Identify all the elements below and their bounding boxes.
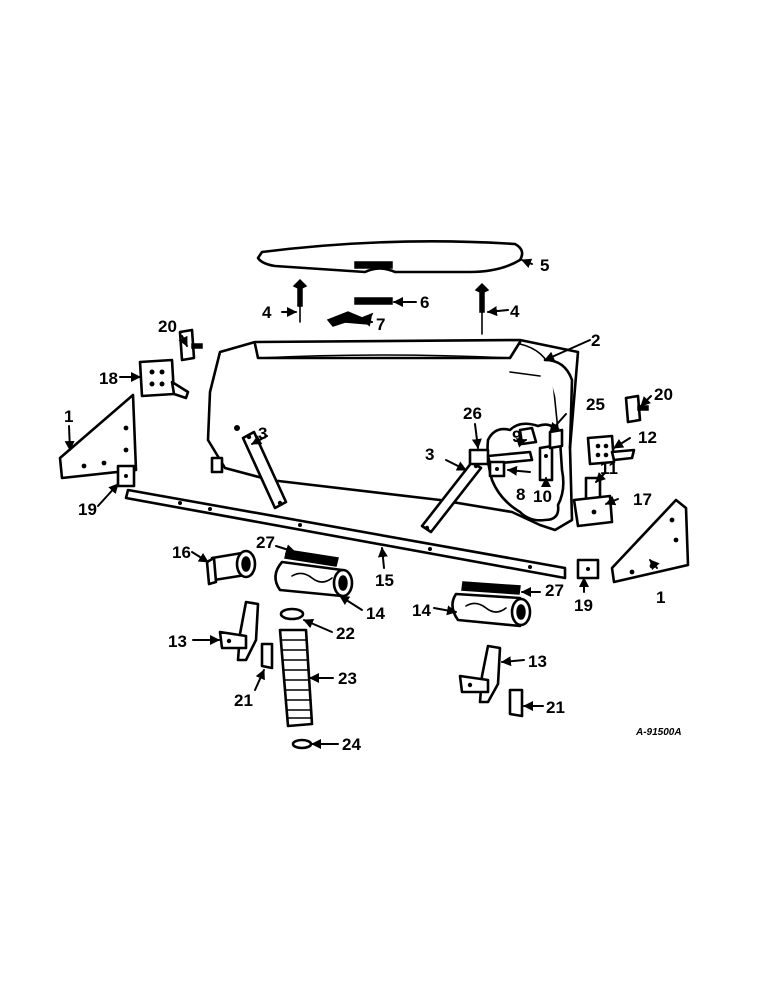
brace-right [420, 460, 483, 534]
callout-labels: 5 4 4 6 7 2 3 3 1 1 20 20 18 12 19 19 11… [64, 256, 682, 754]
callout-2: 2 [591, 331, 600, 350]
callout-21-right: 21 [546, 698, 565, 717]
callout-1-right: 1 [656, 588, 665, 607]
callout-13-right: 13 [528, 652, 547, 671]
brace-left [241, 430, 288, 510]
callout-27-right: 27 [545, 581, 564, 600]
hanger-left [218, 600, 260, 662]
shim-left [260, 642, 274, 670]
slot-plate-left [284, 549, 339, 567]
callout-17: 17 [633, 490, 652, 509]
stop-block [572, 476, 614, 528]
callout-26: 26 [463, 404, 482, 423]
feed-cup-left [274, 560, 354, 598]
callout-5: 5 [540, 256, 549, 275]
ring [279, 607, 305, 621]
small-bracket-left [178, 328, 203, 362]
callout-18: 18 [99, 369, 118, 388]
callout-11: 11 [600, 459, 618, 478]
callout-10: 10 [533, 487, 552, 506]
bracket-right [586, 434, 636, 466]
callout-12: 12 [638, 428, 657, 447]
callout-22: 22 [336, 624, 355, 643]
callout-21-left: 21 [234, 691, 253, 710]
slot-plate-right [461, 581, 521, 595]
hopper-box [206, 338, 580, 532]
callout-14-right: 14 [412, 601, 431, 620]
callout-20-left: 20 [158, 317, 177, 336]
hanger-right [458, 644, 502, 704]
callout-20-right: 20 [654, 385, 673, 404]
rod [354, 297, 393, 305]
callout-9: 9 [512, 427, 521, 446]
callout-27-left: 27 [256, 533, 275, 552]
callout-8: 8 [516, 485, 525, 504]
callout-3-left: 3 [258, 424, 267, 443]
side-plate-left [58, 393, 138, 480]
bracket-left [138, 358, 190, 400]
end-coupling [205, 549, 257, 586]
callout-23: 23 [338, 669, 357, 688]
reference-code: A-91500A [635, 727, 682, 738]
small-bracket-right [624, 394, 649, 424]
long-bar [124, 488, 567, 580]
clip-bracket-left [116, 464, 136, 488]
side-plate-right [610, 498, 690, 584]
hopper-lid [256, 240, 524, 274]
washer [291, 738, 313, 750]
flex-tube [278, 628, 314, 728]
callout-15: 15 [375, 571, 394, 590]
callout-4-right: 4 [510, 302, 520, 321]
callout-19-right: 19 [574, 596, 593, 615]
callout-7: 7 [376, 315, 385, 334]
callout-14-left: 14 [366, 604, 385, 623]
callout-13-left: 13 [168, 632, 187, 651]
callout-24: 24 [342, 735, 361, 754]
lid-bolt-right [474, 282, 490, 335]
callout-1-left: 1 [64, 407, 73, 426]
callout-25: 25 [586, 395, 605, 414]
clip [326, 311, 374, 327]
callout-4-left: 4 [262, 303, 272, 322]
callout-16: 16 [172, 543, 191, 562]
lid-bolt-left [292, 278, 308, 323]
shim-right [508, 688, 524, 718]
feed-cup-right [451, 592, 532, 628]
leader-lines [64, 258, 660, 749]
callout-19-left: 19 [78, 500, 97, 519]
clip-bracket-right [576, 558, 600, 580]
callout-6: 6 [420, 293, 429, 312]
callout-3-right: 3 [425, 445, 434, 464]
